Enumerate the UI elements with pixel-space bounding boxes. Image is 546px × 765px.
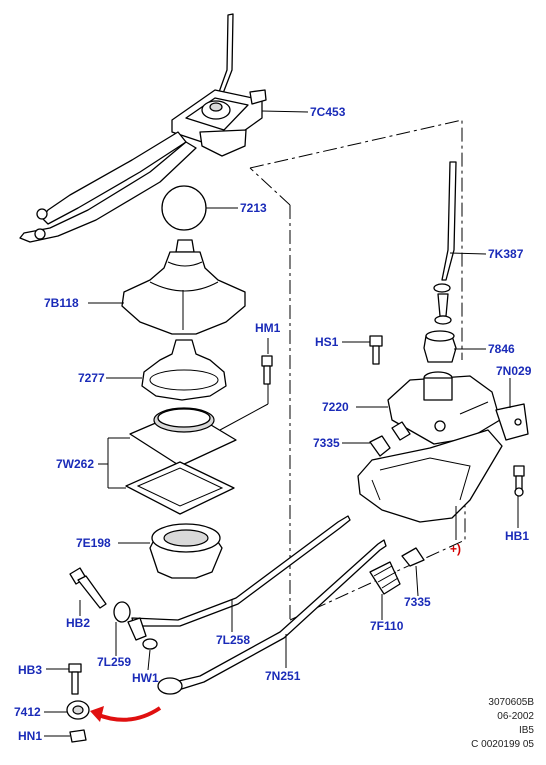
nut-HN1 — [69, 729, 87, 743]
bush-7412 — [66, 700, 90, 720]
label-7412: 7412 — [14, 705, 41, 719]
label-7846: 7846 — [488, 342, 515, 356]
label-7L259: 7L259 — [97, 655, 132, 669]
ref-code: IB5 — [518, 725, 534, 736]
label-note-plus: +) — [450, 542, 462, 556]
ref-date: 06-2002 — [497, 711, 534, 722]
rod-7L258 — [131, 515, 351, 627]
label-7213: 7213 — [240, 201, 267, 215]
label-7335-upper: 7335 — [313, 436, 340, 450]
label-HB3: HB3 — [18, 663, 43, 677]
screw-HS1 — [369, 335, 383, 365]
assembly-arrow — [95, 706, 162, 722]
gasket-upper-7W262 — [129, 407, 237, 467]
bolt-HB1 — [513, 465, 525, 497]
bush-7L259 — [113, 601, 147, 641]
label-7F110: 7F110 — [370, 619, 404, 633]
gear-knob-7213 — [161, 185, 207, 231]
bush-7846 — [423, 330, 457, 363]
label-HN1: HN1 — [18, 729, 43, 743]
ref-copyright: C 0020199 05 — [471, 739, 534, 750]
label-7E198: 7E198 — [76, 536, 111, 550]
leader-lines — [44, 110, 519, 737]
boot-7F110 — [369, 561, 401, 595]
assembly-outline — [249, 119, 466, 621]
label-7N251: 7N251 — [265, 669, 301, 683]
bolt-HM1 — [261, 355, 273, 385]
selector-rod-7K387 — [433, 161, 457, 325]
washer-HW1 — [142, 638, 158, 650]
clip-7335-upper — [369, 421, 411, 457]
gear-lever-bracket-7C453 — [19, 13, 267, 243]
rod-7N251 — [157, 539, 387, 695]
bush-7E198 — [149, 523, 223, 579]
label-7277: 7277 — [78, 371, 105, 385]
label-HM1: HM1 — [255, 321, 281, 335]
label-HB1: HB1 — [505, 529, 530, 543]
label-7K387: 7K387 — [488, 247, 524, 261]
figure-reference: 3070605B 06-2002 IB5 C 0020199 05 — [471, 696, 534, 752]
label-7220: 7220 — [322, 400, 349, 414]
housing-7220 — [387, 371, 501, 445]
gaiter-boot-7B118 — [121, 239, 246, 335]
label-7L258: 7L258 — [216, 633, 251, 647]
label-7N029: 7N029 — [496, 364, 532, 378]
clip-7335-lower — [401, 547, 425, 567]
ref-number: 3070605B — [488, 697, 534, 708]
label-7B118: 7B118 — [44, 296, 79, 310]
bolt-HB3 — [68, 663, 82, 695]
gasket-lower-7W262 — [125, 461, 235, 515]
label-7W262: 7W262 — [56, 457, 95, 471]
lower-housing — [357, 429, 503, 523]
label-HW1: HW1 — [132, 671, 159, 685]
label-HB2: HB2 — [66, 616, 91, 630]
label-7335-lower: 7335 — [404, 595, 431, 609]
assembly-arrow-head — [90, 706, 104, 722]
label-7C453: 7C453 — [310, 105, 346, 119]
label-HS1: HS1 — [315, 335, 339, 349]
bracket-7N029 — [495, 403, 529, 441]
inner-boot-7277 — [141, 339, 227, 401]
bolt-HB2 — [69, 567, 107, 609]
